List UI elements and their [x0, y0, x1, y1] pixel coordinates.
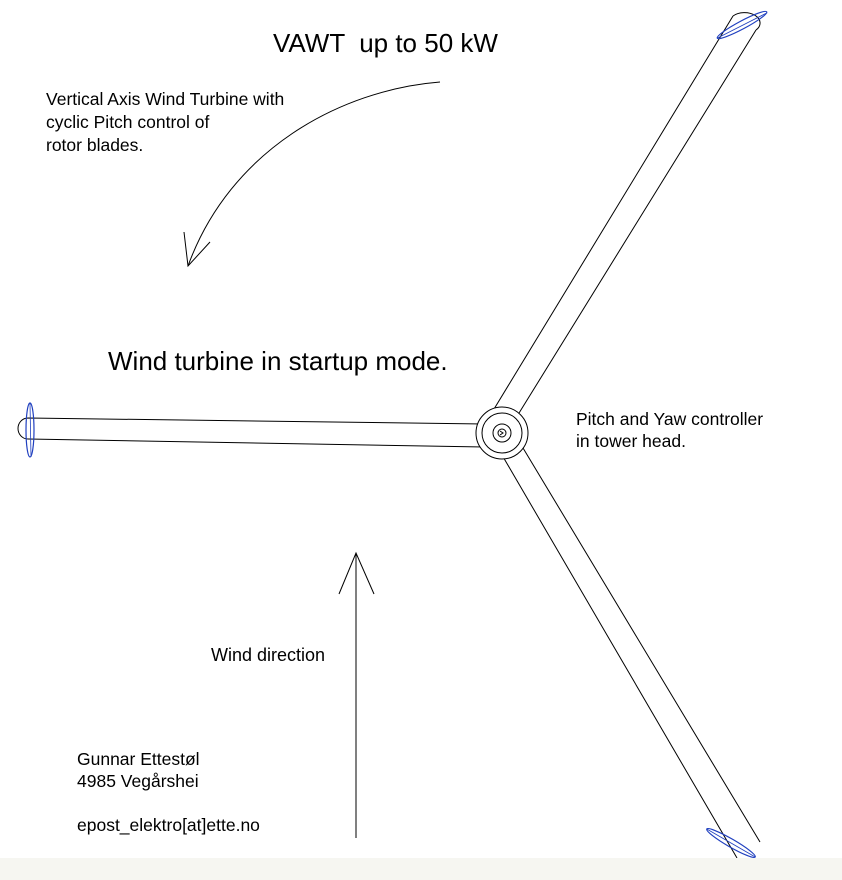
description-line-1: Vertical Axis Wind Turbine with: [46, 89, 285, 109]
diagram-title: VAWT up to 50 kW: [273, 28, 498, 58]
author-name: Gunnar Ettestøl: [77, 749, 200, 769]
author-block: Gunnar Ettestøl 4985 Vegårshei: [77, 748, 200, 792]
turbine-drawing: [17, 10, 768, 858]
author-email: epost_elektro[at]ette.no: [77, 815, 260, 835]
wind-direction-label: Wind direction: [211, 645, 326, 665]
controller-line-2: in tower head.: [576, 431, 686, 451]
rotation-arrow: [187, 81, 441, 267]
hub: [475, 406, 529, 460]
rotor-arm-lower: [501, 442, 761, 858]
mode-label: Wind turbine in startup mode.: [108, 346, 448, 376]
description-text: Vertical Axis Wind Turbine with cyclic P…: [46, 88, 284, 157]
blade-upper: [716, 10, 768, 40]
controller-line-1: Pitch and Yaw controller: [576, 409, 764, 429]
description-line-3: rotor blades.: [46, 135, 144, 155]
author-address: 4985 Vegårshei: [77, 771, 199, 791]
wind-arrow-head: [338, 551, 375, 595]
rotor-arm-left: [17, 417, 485, 448]
rotation-arrow-head: [183, 231, 211, 268]
description-line-2: cyclic Pitch control of: [46, 112, 210, 132]
controller-label: Pitch and Yaw controller in tower head.: [576, 408, 763, 452]
footer-strip: [0, 858, 842, 880]
blade-lower: [706, 827, 756, 858]
rotor-arm-upper: [490, 12, 761, 427]
